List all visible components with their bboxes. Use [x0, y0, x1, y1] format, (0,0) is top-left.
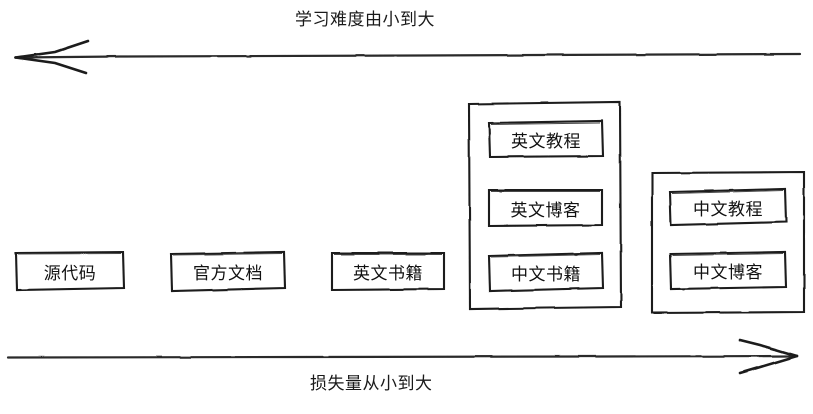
node-chinese-books[interactable]: 中文书籍 [489, 253, 603, 291]
node-chinese-books-label: 中文书籍 [511, 264, 581, 285]
node-source-code[interactable]: 源代码 [16, 252, 124, 290]
node-source-code-label: 源代码 [43, 263, 97, 284]
node-english-blog-label: 英文博客 [510, 200, 581, 221]
bottom-axis-arrow [6, 338, 799, 375]
node-english-books-label: 英文书籍 [353, 264, 423, 284]
node-english-tutorial-label: 英文教程 [511, 131, 581, 152]
top-axis-label: 学习难度由小到大 [295, 10, 435, 30]
top-axis-arrow [14, 39, 802, 75]
node-english-tutorial[interactable]: 英文教程 [489, 121, 603, 157]
node-official-docs-label: 官方文档 [193, 264, 263, 284]
node-official-docs[interactable]: 官方文档 [171, 252, 285, 291]
node-chinese-tutorial[interactable]: 中文教程 [670, 189, 786, 225]
node-chinese-blog-label: 中文博客 [693, 263, 763, 283]
node-chinese-blog[interactable]: 中文博客 [670, 252, 786, 289]
node-english-books[interactable]: 英文书籍 [332, 253, 444, 290]
node-english-blog[interactable]: 英文博客 [489, 190, 602, 226]
bottom-axis-label: 损失量从小到大 [310, 374, 433, 394]
node-chinese-tutorial-label: 中文教程 [693, 199, 763, 220]
